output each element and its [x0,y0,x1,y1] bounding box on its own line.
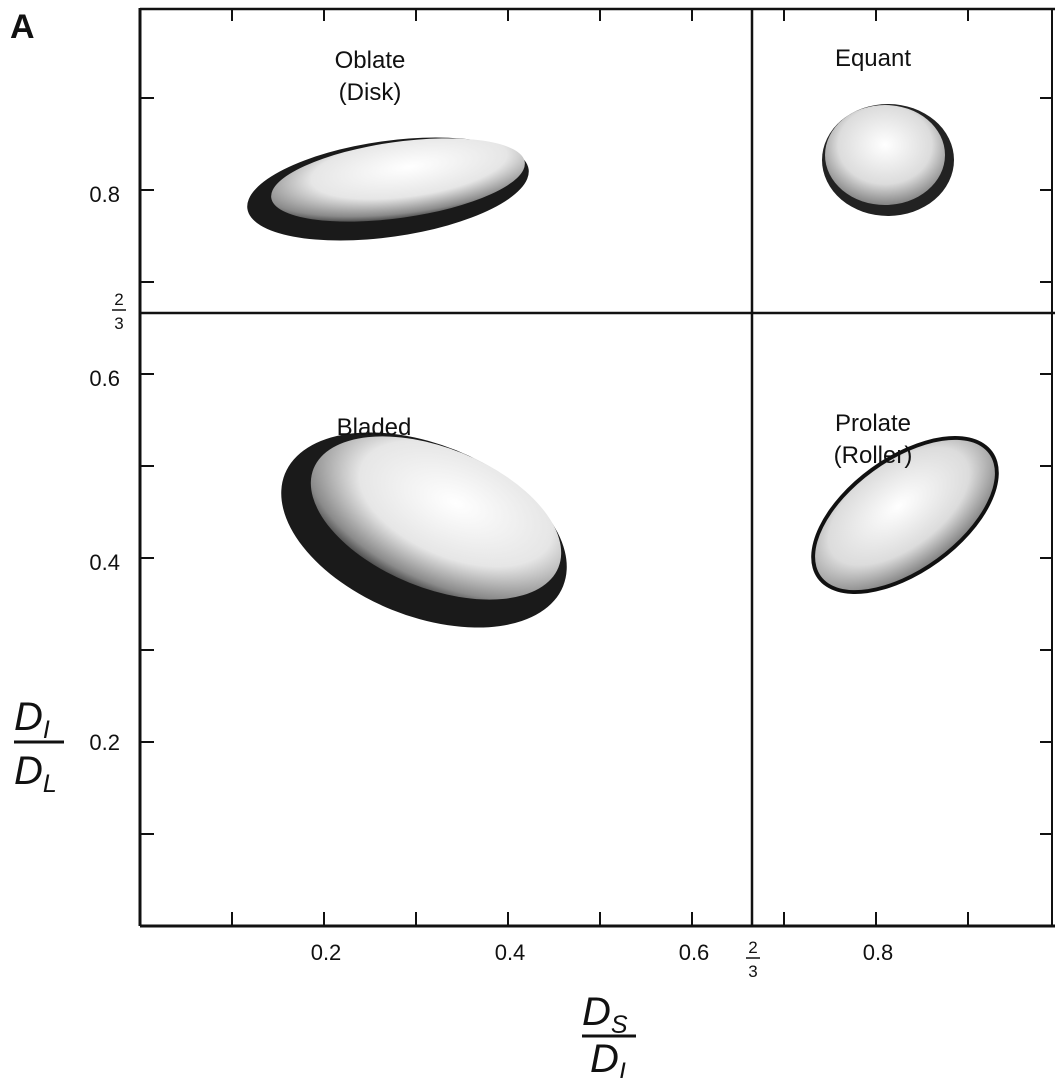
y-fraction-numerator: 2 [114,290,123,309]
x-tick-label: 0.2 [311,940,342,965]
region-label-bladed: Bladed [337,414,412,441]
y-label-numerator: DI [14,695,50,744]
x-fraction-denominator: 3 [748,962,757,981]
bladed-shape [253,394,596,666]
y-tick-label: 0.8 [89,182,120,207]
y-boundary-fraction: 2 3 [112,290,126,333]
oblate-title: Oblate [335,47,406,74]
prolate-roller-shape [784,405,1027,626]
x-label-denominator: DI [590,1037,626,1078]
prolate-title: Prolate [835,410,911,437]
y-fraction-denominator: 3 [114,314,123,333]
oblate-subtitle: (Disk) [339,79,402,106]
x-tick-labels: 0.2 0.4 0.6 0.8 [311,940,894,965]
region-label-prolate: Prolate (Roller) [834,410,913,469]
x-tick-label: 0.8 [863,940,894,965]
x-tick-label: 0.4 [495,940,526,965]
region-label-equant: Equant [835,45,911,72]
x-tick-label: 0.6 [679,940,710,965]
y-tick-label: 0.4 [89,550,120,575]
y-tick-label: 0.2 [89,730,120,755]
y-axis-label: DI DL [14,695,64,798]
y-label-denominator: DL [14,749,57,798]
x-axis-label: DS DI [582,990,636,1078]
region-label-oblate: Oblate (Disk) [335,47,406,106]
x-fraction-numerator: 2 [748,938,757,957]
y-tick-label: 0.6 [89,366,120,391]
prolate-subtitle: (Roller) [834,442,913,469]
panel-label: A [10,8,35,46]
x-boundary-fraction: 2 3 [746,938,760,981]
equant-sphere-shape [822,104,954,216]
oblate-disk-shape [241,122,536,257]
y-tick-labels: 0.2 0.4 0.6 0.8 [89,182,120,755]
x-label-numerator: DS [582,990,628,1039]
